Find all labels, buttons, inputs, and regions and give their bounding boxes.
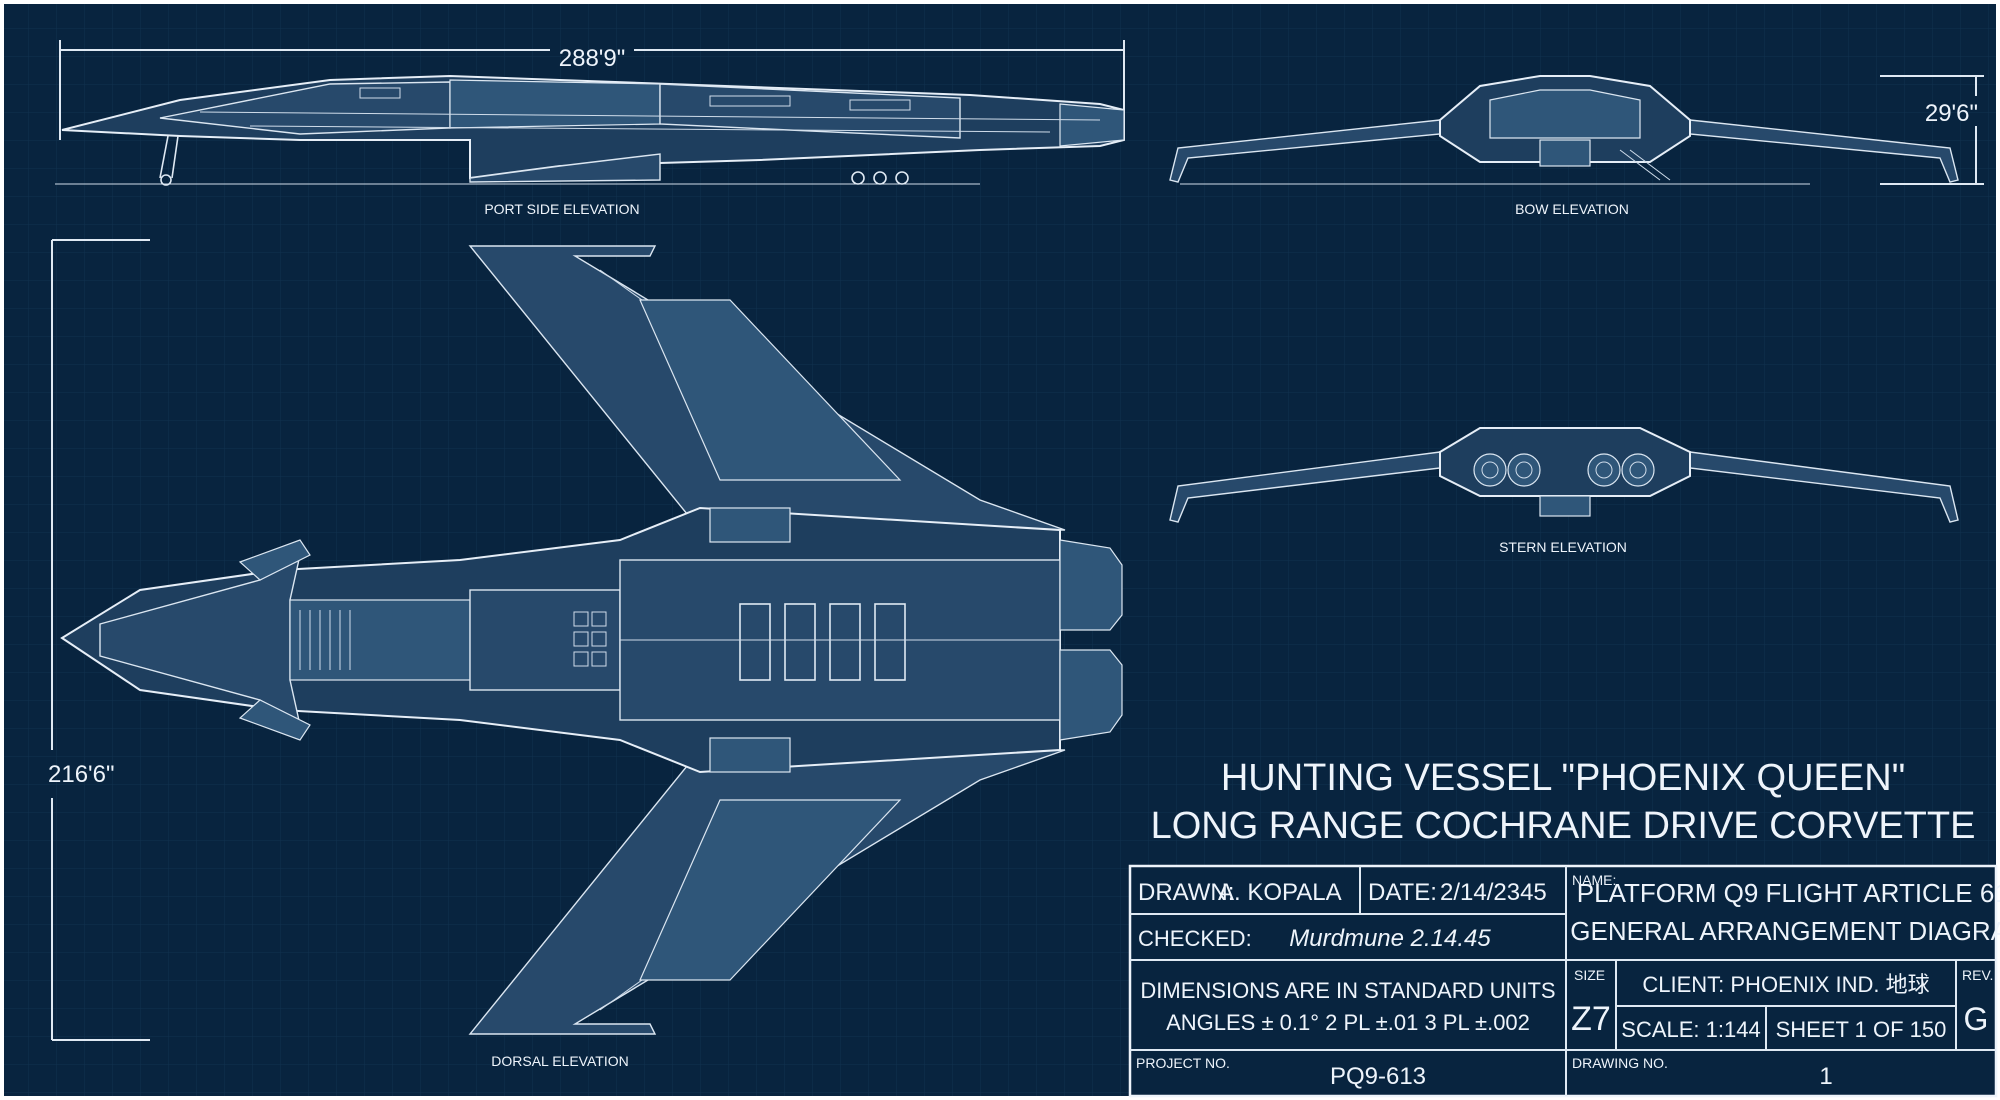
drawn-value: A. KOPALA bbox=[1218, 879, 1342, 906]
span-dimension: 216'6" bbox=[48, 239, 150, 1041]
length-dimension: 288'9" bbox=[59, 40, 1125, 140]
checked-signature: Murdmune 2.14.45 bbox=[1289, 925, 1491, 952]
title-line-2: LONG RANGE COCHRANE DRIVE CORVETTE bbox=[1151, 805, 1976, 847]
dorsal-caption: DORSAL ELEVATION bbox=[491, 1053, 628, 1069]
date-label: DATE: bbox=[1368, 879, 1437, 906]
dorsal-canard bbox=[238, 539, 311, 581]
notes-line-1: DIMENSIONS ARE IN STANDARD UNITS bbox=[1140, 978, 1555, 1003]
title-block-frame bbox=[1128, 864, 1998, 1098]
stern-keel bbox=[1539, 495, 1591, 517]
project-label: PROJECT NO. bbox=[1136, 1055, 1230, 1071]
drawing-title: HUNTING VESSEL "PHOENIX QUEEN" LONG RANG… bbox=[1151, 757, 1976, 847]
landing-gear bbox=[159, 135, 909, 186]
side-panel bbox=[849, 99, 911, 111]
checked-label: CHECKED: bbox=[1138, 926, 1252, 951]
name-line-1: PLATFORM Q9 FLIGHT ARTICLE 613 bbox=[1577, 878, 2000, 908]
size-label: SIZE bbox=[1574, 967, 1605, 983]
title-block: DRAWN: A. KOPALA DATE: 2/14/2345 CHECKED… bbox=[1128, 864, 2000, 1098]
dorsal-top-wing-panel bbox=[639, 299, 902, 481]
dorsal-hatch-grid bbox=[573, 611, 607, 667]
stern-elevation: STERN ELEVATION bbox=[1169, 427, 1959, 555]
bow-caption: BOW ELEVATION bbox=[1515, 201, 1629, 217]
length-dimension-label: 288'9" bbox=[559, 45, 626, 72]
dorsal-bottom-wing-panel bbox=[639, 799, 902, 981]
side-aft-section bbox=[659, 83, 961, 139]
side-wing-root bbox=[469, 153, 661, 183]
side-panel bbox=[709, 95, 791, 107]
height-dimension-label: 29'6" bbox=[1925, 100, 1978, 127]
rev-label: REV. bbox=[1962, 967, 1993, 983]
rev-value: G bbox=[1964, 1001, 1989, 1037]
dorsal-grille bbox=[299, 610, 351, 670]
dorsal-bottom-engine bbox=[1059, 649, 1123, 741]
side-panel bbox=[359, 87, 401, 99]
dorsal-bottom-hatch bbox=[709, 737, 791, 773]
stern-engine-nozzles bbox=[1473, 453, 1655, 487]
scale: SCALE: 1:144 bbox=[1621, 1017, 1760, 1042]
dorsal-elevation: 216'6" bbox=[48, 239, 1123, 1069]
sheet-number: SHEET 1 OF 150 bbox=[1776, 1017, 1947, 1042]
notes-line-2: ANGLES ± 0.1° 2 PL ±.01 3 PL ±.002 bbox=[1166, 1010, 1530, 1035]
drawing-label: DRAWING NO. bbox=[1572, 1055, 1668, 1071]
bow-keel bbox=[1539, 139, 1591, 167]
size-value: Z7 bbox=[1571, 1000, 1611, 1038]
port-side-elevation: 288'9" PORT SIDE ELEVATION bbox=[55, 40, 1125, 217]
name-label: NAME: bbox=[1572, 872, 1616, 888]
height-dimension: 29'6" bbox=[1880, 75, 1984, 185]
port-side-caption: PORT SIDE ELEVATION bbox=[484, 201, 639, 217]
drawn-label: DRAWN: bbox=[1138, 879, 1234, 906]
stern-caption: STERN ELEVATION bbox=[1499, 539, 1627, 555]
client: CLIENT: PHOENIX IND. 地球 bbox=[1642, 972, 1929, 997]
side-mid-section bbox=[449, 79, 661, 129]
dorsal-cargo-bays bbox=[739, 603, 906, 681]
dorsal-top-engine bbox=[1059, 539, 1123, 631]
project-value: PQ9-613 bbox=[1330, 1063, 1426, 1090]
span-dimension-label: 216'6" bbox=[48, 761, 115, 788]
title-line-1: HUNTING VESSEL "PHOENIX QUEEN" bbox=[1221, 757, 1905, 799]
dorsal-top-hatch bbox=[709, 507, 791, 543]
date-value: 2/14/2345 bbox=[1440, 879, 1547, 906]
bow-elevation: 29'6" BOW ELEVATION bbox=[1169, 75, 1984, 217]
side-engine-nozzle bbox=[1059, 103, 1125, 147]
dorsal-canard bbox=[238, 699, 311, 741]
dorsal-forward-deck bbox=[289, 599, 471, 681]
dorsal-cockpit-section bbox=[469, 589, 621, 691]
bow-cockpit-frame bbox=[1489, 89, 1641, 139]
name-line-2: GENERAL ARRANGEMENT DIAGRAM bbox=[1570, 916, 2000, 946]
drawing-value: 1 bbox=[1819, 1063, 1832, 1090]
